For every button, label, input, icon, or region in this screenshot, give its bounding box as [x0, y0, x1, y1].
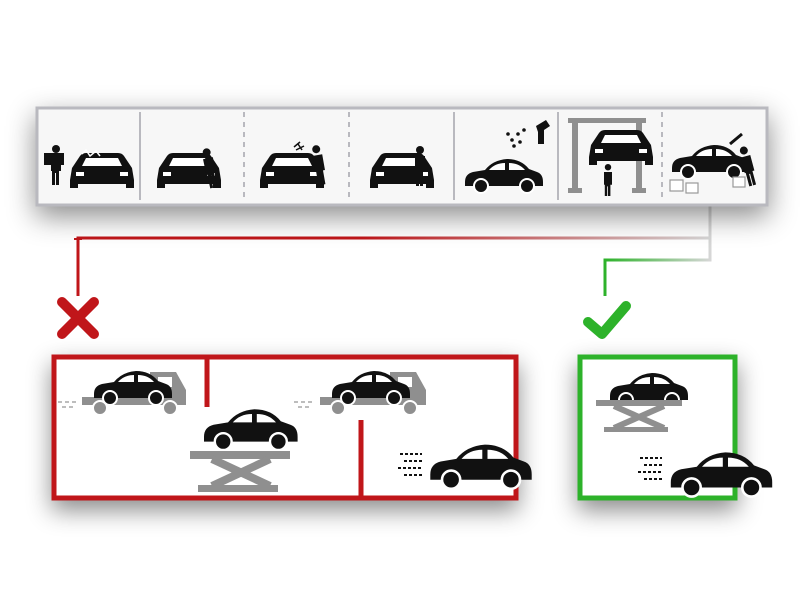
process-strip — [35, 106, 769, 207]
connector-lines — [74, 203, 712, 296]
reject-connector — [76, 203, 712, 296]
green-check-icon — [583, 301, 631, 339]
spray-painting-car-icon — [464, 120, 550, 194]
red-x-icon — [57, 297, 99, 339]
person-carrying-box-car-icon — [44, 145, 134, 188]
car-on-lift-mechanic-icon — [568, 118, 653, 196]
car-on-scissor-lift-icon — [596, 372, 689, 432]
tow-truck-car-icon — [58, 370, 186, 416]
rejected-path-box — [51, 354, 533, 501]
speeding-car-icon — [638, 451, 774, 498]
approved-path-box — [577, 354, 774, 501]
approve-connector — [603, 238, 712, 296]
car-hood-open-parts-icon — [669, 132, 759, 194]
tow-truck-car-icon — [294, 370, 426, 416]
speeding-car-icon — [398, 443, 533, 491]
car-on-scissor-lift-icon — [190, 408, 299, 492]
person-welding-car-icon — [260, 141, 328, 188]
